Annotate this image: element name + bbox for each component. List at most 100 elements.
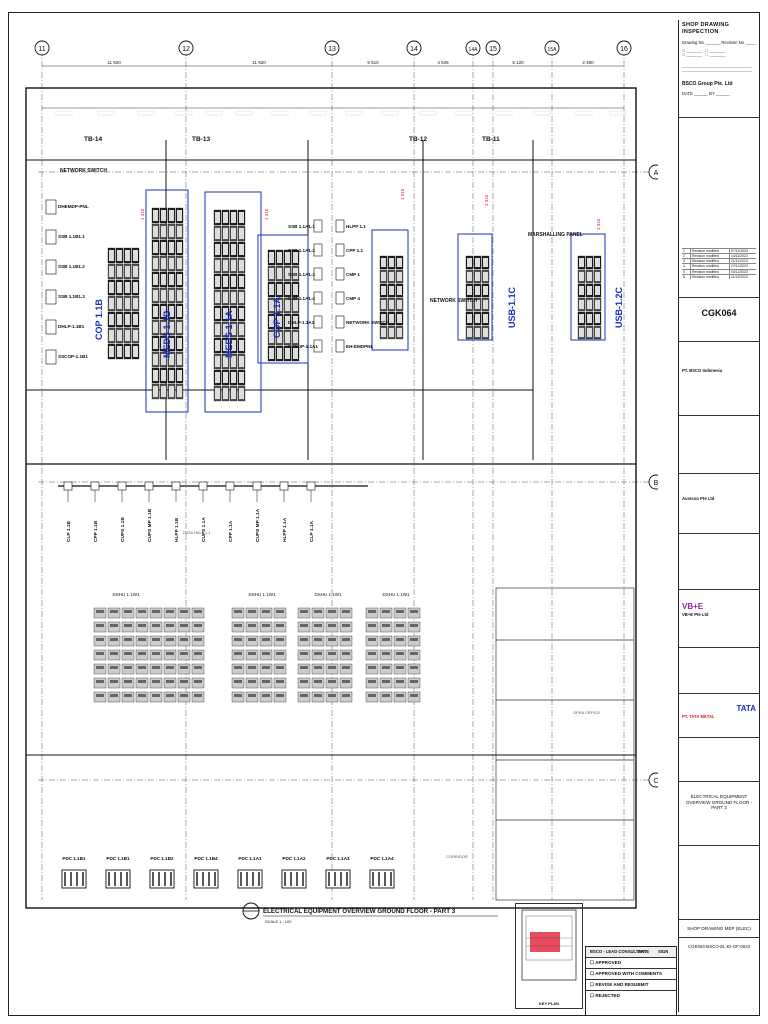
firm-name: VB+E Pte Ltd <box>682 612 709 617</box>
grid-bubble: 15A <box>544 40 560 56</box>
pdc-unit: PDC 1.1A1 <box>237 856 263 889</box>
pdc-label: PDC 1.1B4 <box>194 856 218 861</box>
inspection-header: SHOP DRAWING INSPECTION <box>682 22 730 35</box>
firm-8 <box>679 738 759 782</box>
red-note: 1 315 <box>484 194 489 206</box>
key-plan-label: KEY PLAN <box>538 1001 560 1006</box>
rack-label: DSHU 1.1W1 <box>112 592 140 597</box>
equipment-label: USB-1.2C <box>614 286 624 328</box>
inspection-stamp: SHOP DRAWING INSPECTION Drawing No. ____… <box>679 20 759 118</box>
pdc-unit: PDC 1.1A2 <box>281 856 307 889</box>
inspection-company: BSCO Group Pte. Ltd <box>682 80 733 87</box>
svg-text:15: 15 <box>489 46 497 53</box>
svg-text:14A: 14A <box>469 47 479 53</box>
grid-bubble: 16 <box>616 40 632 56</box>
panel-label: SSB 1.1A1.3 <box>288 272 315 277</box>
room-label: TB-11 <box>482 136 500 143</box>
feeder-label: CPP 1.1B <box>93 520 99 542</box>
status-revise-resubmit[interactable]: ☐ REVISE AND RESUBMIT <box>586 980 676 991</box>
panel-label: HLPP 1.1 <box>346 224 366 229</box>
rack-group: DSHU 1.1W1 <box>231 592 287 703</box>
feeder-label: CUPS 1.1B <box>120 517 126 542</box>
panel-label: SSB 1.1A1.2 <box>288 248 315 253</box>
status-rejected[interactable]: ☐ REJECTED <box>590 993 620 998</box>
panel-label: NETWORK SWITCH <box>346 320 390 325</box>
feeder: CUPS MP 1.1A <box>252 481 262 542</box>
switchgear-bank <box>213 209 246 402</box>
corridor-label: CORRIDOR <box>446 854 468 859</box>
open-office-label: OPEN OFFICE <box>573 710 600 715</box>
revision-no-label: Revision No. <box>721 39 746 45</box>
firm-7: TATA PT. TATA METAL <box>679 694 759 738</box>
red-note: 1 315 <box>596 218 601 230</box>
svg-text:11: 11 <box>38 46 45 53</box>
feeder-label: CLP 1.1A <box>309 520 315 542</box>
feeder: CPP 1.1B <box>90 481 100 542</box>
equipment-label: MEDS 1.1A <box>224 310 234 358</box>
pdc-label: PDC 1.1B2 <box>150 856 174 861</box>
equipment-label: COP 1.1B <box>94 299 104 340</box>
row-bubble: C <box>648 772 658 788</box>
feeder-label: CUPS MP 1.1A <box>255 508 261 542</box>
svg-text:C: C <box>653 778 658 785</box>
equipment-label: USB-1.1C <box>507 286 517 328</box>
rack-label: DSHU 1.1W1 <box>248 592 276 597</box>
pdc-label: PDC 1.1A3 <box>326 856 350 861</box>
data-hall-label: DATA HALL 1.1 <box>183 530 211 535</box>
svg-text:16: 16 <box>620 46 628 53</box>
rack-label: DSHU 1.1W1 <box>314 592 342 597</box>
firm-2 <box>679 416 759 474</box>
feeder-label: CPP 1.1A <box>228 520 234 542</box>
panel-label: EH-EMDPNL <box>346 344 374 349</box>
dimension-text: 5 610 <box>367 60 379 65</box>
switchgear-bank <box>107 247 140 360</box>
pdc-unit: PDC 1.1B2 <box>149 856 175 889</box>
panel-label: SSB 1.1A1.1 <box>288 224 315 229</box>
drawing-title: ELECTRICAL EQUIPMENT OVERVIEW GROUND FLO… <box>263 908 456 915</box>
pdc-label: PDC 1.1A1 <box>238 856 262 861</box>
svg-text:13: 13 <box>328 46 336 53</box>
pdc-unit: PDC 1.1B4 <box>193 856 219 889</box>
pdc-label: PDC 1.1B1 <box>106 856 130 861</box>
firm-name: Aurecon Pte Ltd <box>682 496 715 501</box>
rack-label: DSHU 1.1W1 <box>382 592 410 597</box>
firm-6 <box>679 648 759 694</box>
purpose: SHOP DRAWING MEP (ELEC) <box>687 926 751 931</box>
firm-1: PT. BSCO Indonesia <box>679 342 759 416</box>
network-switch-label: NETWORK SWITCH <box>60 168 107 174</box>
drawing-title-block: ELECTRICAL EQUIPMENT OVERVIEW GROUND FLO… <box>242 902 498 924</box>
grid-bubble: 15 <box>485 40 501 56</box>
rack-group: DSHU 1.1W1 <box>297 592 353 703</box>
switchgear-bank <box>151 207 184 400</box>
room-label: TB-12 <box>409 136 427 143</box>
svg-text:B: B <box>654 480 658 487</box>
panel-label: SSB 1.1B1.1 <box>58 234 85 239</box>
firm-3: Aurecon Pte Ltd <box>679 474 759 534</box>
equipment-label: MEDS 1.1B <box>162 310 172 358</box>
red-note: 1 315 <box>264 208 269 220</box>
sheet-info-box <box>679 846 759 920</box>
panel-label: CPP 1.1 <box>346 248 363 253</box>
network-switch-label: NETWORK SWITCH <box>430 298 477 304</box>
panel-label: CMP 4 <box>346 296 360 301</box>
drawing-no-label: Drawing No. <box>682 39 706 45</box>
panel-label: DHLP-1.1A1 <box>288 320 315 325</box>
feeder: CUPS 1.1A <box>198 481 208 542</box>
dimension-text: 2 480 <box>582 60 594 65</box>
approval-status-box: BSCO - LEAD CONSULTANT DATE SIGN ☐ APPRO… <box>585 946 677 1016</box>
title-block: SHOP DRAWING INSPECTION Drawing No. ____… <box>678 20 759 1012</box>
feeder: CUPS MP 1.1B <box>144 481 154 542</box>
date-label: DATE <box>682 91 693 97</box>
switchgear-bank <box>267 249 300 362</box>
panel-label: SSB 1.1B1.3 <box>58 294 85 299</box>
project-code: CGK064 <box>701 308 737 318</box>
status-approved-with-comments[interactable]: ☐ APPROVED WITH COMMENTS <box>586 969 676 980</box>
red-note: 1 315 <box>140 208 145 220</box>
status-header: BSCO - LEAD CONSULTANT DATE SIGN <box>586 947 676 958</box>
status-approved[interactable]: ☐ APPROVED <box>586 958 676 969</box>
sheet-title-box: ELECTRICAL EQUIPMENT OVERVIEW GROUND FLO… <box>679 782 759 846</box>
